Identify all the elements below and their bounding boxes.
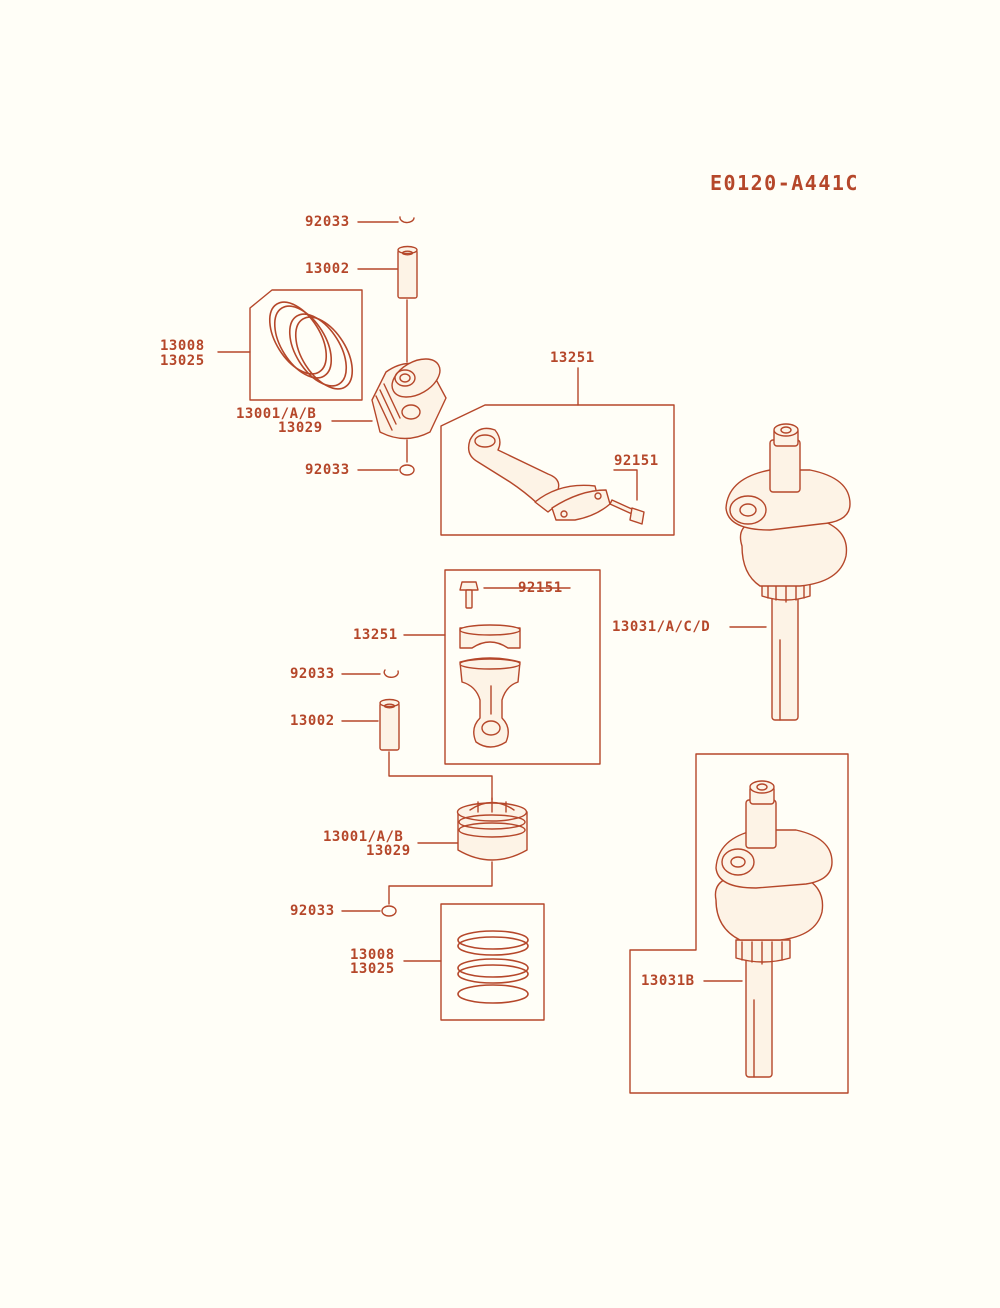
label-crankshaft-bottom: 13031B (641, 973, 695, 989)
piston-rings-top (268, 301, 354, 390)
label-bolt-bottom: 92151 (518, 580, 563, 596)
label-snap-ring-bottom-1: 92033 (290, 666, 335, 682)
piston-rings-bottom (457, 930, 529, 1004)
connecting-rod-bottom (459, 657, 521, 748)
label-ring-set-top-b: 13025 (160, 353, 205, 369)
snap-ring-bottom-1 (383, 669, 399, 678)
label-ring-set-bottom-a: 13008 (350, 947, 395, 963)
label-ring-set-top-a: 13008 (160, 338, 205, 354)
group-boxes (249, 289, 849, 1094)
label-piston-bottom-a: 13001/A/B (323, 829, 404, 845)
piston-pin-bottom (379, 698, 400, 751)
label-piston-pin-top: 13002 (305, 261, 350, 277)
connecting-rod-top (467, 427, 611, 521)
piston-bottom (456, 797, 528, 861)
snap-ring-top-1 (399, 216, 415, 224)
piston-pin-top (397, 245, 418, 299)
label-snap-ring-bottom-2: 92033 (290, 903, 335, 919)
rod-cap-bottom (459, 624, 521, 649)
label-bolt-top: 92151 (614, 453, 659, 469)
label-piston-top-b: 13029 (278, 420, 323, 436)
crankshaft-bottom (714, 780, 833, 1078)
diagram-id: E0120-A441C (710, 171, 859, 195)
label-piston-bottom-b: 13029 (366, 843, 411, 859)
rod-bolt-bottom (459, 581, 479, 609)
crankshaft-top (725, 423, 851, 721)
leader-lines (217, 221, 767, 982)
rod-bolt-top (609, 499, 645, 525)
label-snap-ring-top-1: 92033 (305, 214, 350, 230)
label-snap-ring-top-2: 92033 (305, 462, 350, 478)
snap-ring-top-2 (399, 464, 415, 476)
piston-top (371, 358, 447, 440)
label-rod-bottom: 13251 (353, 627, 398, 643)
label-ring-set-bottom-b: 13025 (350, 961, 395, 977)
label-crankshaft-top: 13031/A/C/D (612, 619, 711, 635)
label-rod-top: 13251 (550, 350, 595, 366)
label-piston-top-a: 13001/A/B (236, 406, 317, 422)
snap-ring-bottom-2 (381, 905, 397, 917)
label-piston-pin-bottom: 13002 (290, 713, 335, 729)
